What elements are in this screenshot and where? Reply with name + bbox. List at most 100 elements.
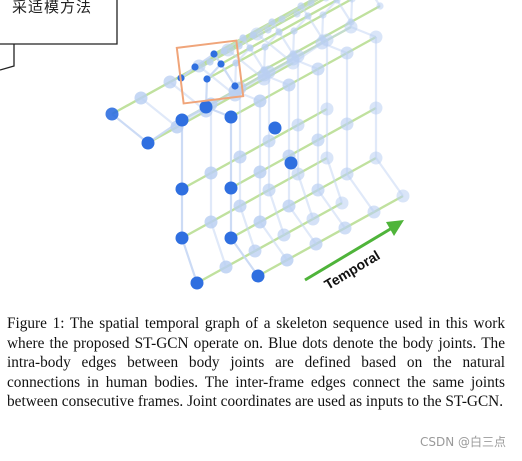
temporal-edge bbox=[181, 107, 328, 191]
bone-edge bbox=[111, 113, 149, 144]
bone-edge bbox=[375, 157, 404, 197]
bone-edge bbox=[267, 189, 286, 236]
joint-dot bbox=[268, 121, 282, 135]
joint-dot bbox=[251, 269, 265, 283]
joint-dot bbox=[338, 221, 352, 235]
joint-dot bbox=[239, 34, 247, 42]
joint-dot bbox=[260, 66, 268, 74]
joint-dot bbox=[264, 26, 272, 34]
bone-edge bbox=[180, 237, 199, 284]
joint-dot bbox=[291, 167, 305, 181]
joint-dot bbox=[290, 27, 298, 35]
joint-dot bbox=[206, 58, 214, 66]
joint-dot bbox=[249, 31, 257, 39]
joint-dot bbox=[307, 0, 315, 7]
joint-dot bbox=[204, 215, 218, 229]
joint-dot bbox=[134, 91, 148, 105]
bone-edge bbox=[325, 157, 344, 204]
bone-edge bbox=[249, 47, 265, 71]
joint-dot bbox=[224, 110, 238, 124]
joint-dot bbox=[268, 18, 276, 26]
joint-dot bbox=[289, 50, 297, 58]
joint-dot bbox=[335, 196, 349, 210]
joint-dot bbox=[220, 47, 228, 55]
joint-dot bbox=[369, 101, 383, 115]
joint-dot bbox=[163, 75, 177, 89]
joint-dot bbox=[246, 44, 254, 52]
body-joints bbox=[105, 0, 410, 290]
joint-dot bbox=[190, 276, 204, 290]
joint-dot bbox=[232, 59, 240, 67]
joint-dot bbox=[315, 36, 329, 50]
joint-dot bbox=[347, 18, 355, 26]
joint-dot bbox=[175, 231, 189, 245]
temporal-edges bbox=[111, 0, 404, 285]
joint-dot bbox=[262, 183, 276, 197]
joint-dot bbox=[311, 62, 325, 76]
bone-edge bbox=[278, 31, 294, 55]
joint-dot bbox=[141, 136, 155, 150]
joint-dot bbox=[231, 82, 239, 90]
bone-edge bbox=[307, 15, 323, 39]
joint-dot bbox=[253, 215, 267, 229]
bone-edge bbox=[346, 173, 375, 213]
joint-dot bbox=[282, 199, 296, 213]
joint-dot bbox=[175, 182, 189, 196]
joint-dot bbox=[253, 94, 267, 108]
joint-dot bbox=[217, 60, 225, 68]
joint-dot bbox=[233, 150, 247, 164]
temporal-arrow bbox=[304, 220, 404, 282]
joint-dot bbox=[286, 52, 300, 66]
joint-dot bbox=[284, 156, 298, 170]
joint-dot bbox=[333, 0, 341, 4]
joint-dot bbox=[304, 12, 312, 20]
watermark: CSDN @白三点 bbox=[419, 435, 506, 449]
joint-dot bbox=[105, 107, 119, 121]
joint-dot bbox=[261, 43, 269, 51]
joint-dot bbox=[348, 0, 356, 3]
joint-dot bbox=[248, 244, 262, 258]
joint-dot bbox=[340, 167, 354, 181]
joint-dot bbox=[233, 199, 247, 213]
bone-edge bbox=[310, 0, 318, 4]
bone-edge bbox=[281, 5, 302, 20]
intra-body-edges bbox=[111, 0, 404, 284]
joint-dot bbox=[280, 253, 294, 267]
joint-dot bbox=[320, 151, 334, 165]
joint-dot bbox=[275, 28, 283, 36]
joint-dot bbox=[323, 0, 329, 2]
joint-dot bbox=[309, 237, 323, 251]
joint-dot bbox=[175, 113, 189, 127]
callout-text: 采适模方法 bbox=[12, 0, 93, 16]
joint-dot bbox=[367, 205, 381, 219]
figure-caption: Figure 1: The spatial temporal graph of … bbox=[7, 314, 505, 412]
joint-dot bbox=[297, 2, 305, 10]
callout-box bbox=[0, 0, 118, 71]
st-graph-figure: Temporal bbox=[0, 0, 410, 293]
joint-dot bbox=[320, 102, 334, 116]
highlight-box bbox=[175, 39, 245, 105]
joint-dot bbox=[293, 10, 301, 18]
joint-dot bbox=[253, 165, 267, 179]
joint-dot bbox=[340, 117, 354, 131]
bone-edge bbox=[374, 0, 381, 7]
temporal-edge bbox=[220, 0, 340, 66]
temporal-label: Temporal bbox=[321, 247, 382, 293]
joint-dot bbox=[344, 20, 358, 34]
joint-dot bbox=[278, 15, 286, 23]
joint-dot bbox=[282, 78, 296, 92]
joint-dot bbox=[224, 181, 238, 195]
joint-dot bbox=[277, 228, 291, 242]
joint-dot bbox=[291, 118, 305, 132]
joint-dot bbox=[199, 100, 213, 114]
bone-edge bbox=[238, 205, 257, 252]
figure-area: Temporal 采适模方法 bbox=[0, 0, 410, 293]
joint-dot bbox=[319, 11, 327, 19]
joint-dot bbox=[311, 133, 325, 147]
joint-dot bbox=[191, 63, 199, 71]
joint-dot bbox=[318, 34, 326, 42]
temporal-edge bbox=[206, 0, 353, 81]
joint-dot bbox=[311, 183, 325, 197]
joint-dot bbox=[257, 68, 271, 82]
joint-dot bbox=[306, 212, 320, 226]
